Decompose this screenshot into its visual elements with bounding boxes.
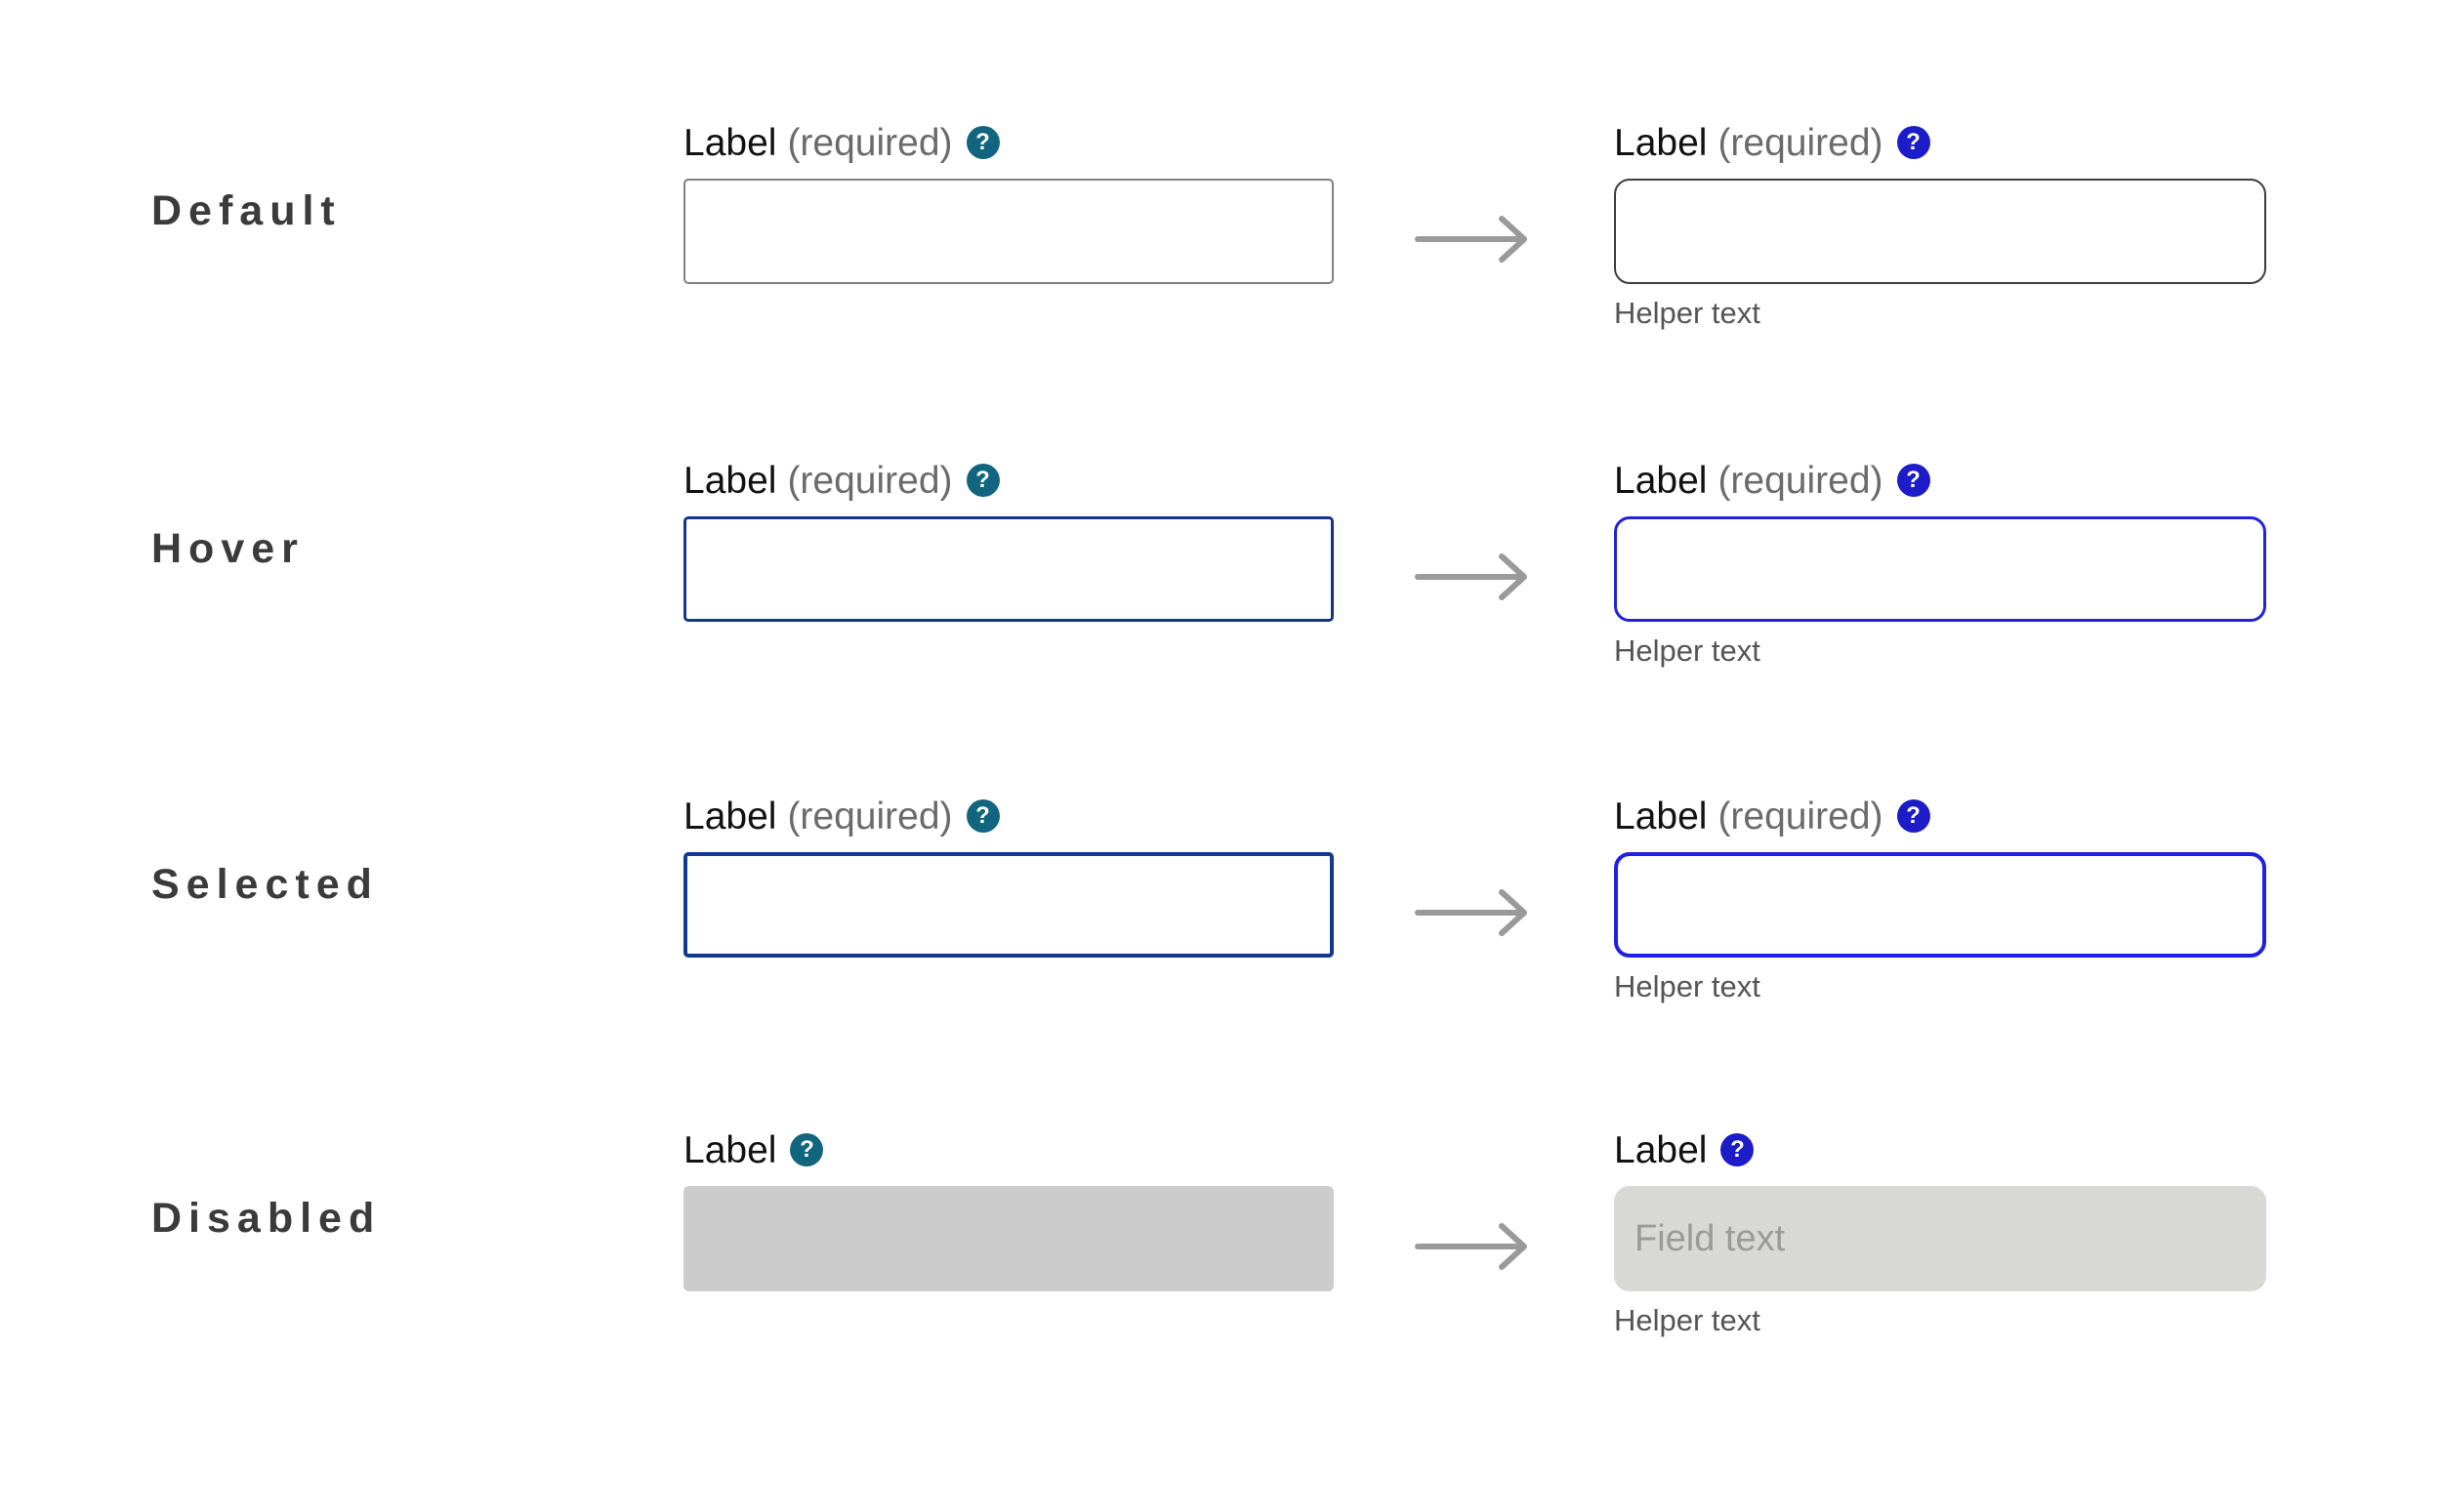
text-input-hover[interactable]: [683, 516, 1334, 622]
state-name-hover: Hover: [151, 525, 305, 572]
field-group-disabled-after: Label ? Field text Helper text: [1614, 1124, 2266, 1335]
help-icon[interactable]: ?: [966, 464, 1000, 497]
field-required-hint: (required): [787, 121, 953, 164]
field-group-selected-before: Label (required) ?: [683, 791, 1334, 958]
state-row-disabled: Disabled Label ? Label ?: [0, 1124, 2441, 1408]
text-input-hover[interactable]: [1614, 516, 2266, 622]
help-icon[interactable]: ?: [966, 126, 1000, 159]
field-label-line: Label (required) ?: [1614, 791, 2266, 841]
arrow-right-icon: [1414, 1217, 1541, 1276]
field-label: Label: [683, 121, 777, 164]
arrow-right-icon: [1414, 210, 1541, 268]
help-icon[interactable]: ?: [1896, 126, 1930, 159]
state-name-selected: Selected: [151, 861, 379, 908]
field-label: Label: [683, 1128, 777, 1171]
field-label-line: Label (required) ?: [683, 791, 1334, 841]
field-group-selected-after: Label (required) ? Helper text: [1614, 791, 2266, 1001]
field-required-hint: (required): [787, 459, 953, 502]
field-group-default-after: Label (required) ? Helper text: [1614, 117, 2266, 328]
arrow-right-icon: [1414, 548, 1541, 606]
help-icon[interactable]: ?: [1896, 799, 1930, 833]
state-row-selected: Selected Label (required) ? Label (requi…: [0, 791, 2441, 1074]
help-icon[interactable]: ?: [790, 1133, 824, 1166]
field-group-hover-after: Label (required) ? Helper text: [1614, 455, 2266, 666]
field-label-line: Label (required) ?: [683, 117, 1334, 168]
field-value: Field text: [1634, 1218, 1786, 1259]
state-row-hover: Hover Label (required) ? Label (required…: [0, 455, 2441, 738]
help-icon[interactable]: ?: [1720, 1133, 1755, 1166]
field-label: Label: [1614, 121, 1708, 164]
field-group-disabled-before: Label ?: [683, 1124, 1334, 1291]
help-icon[interactable]: ?: [1896, 464, 1930, 497]
field-required-hint: (required): [1717, 121, 1883, 164]
arrow-right-icon: [1414, 883, 1541, 942]
field-label: Label: [1614, 459, 1708, 502]
field-label: Label: [1614, 795, 1708, 838]
field-required-hint: (required): [787, 795, 953, 838]
field-label: Label: [1614, 1128, 1708, 1171]
field-required-hint: (required): [1717, 459, 1883, 502]
text-input-default[interactable]: [683, 179, 1334, 284]
helper-text: Helper text: [1614, 969, 1760, 1003]
field-label-line: Label (required) ?: [1614, 455, 2266, 506]
field-required-hint: (required): [1717, 795, 1883, 838]
state-name-disabled: Disabled: [151, 1195, 382, 1242]
state-row-default: Default Label (required) ? Label (requir…: [0, 117, 2441, 400]
field-label-line: Label (required) ?: [683, 455, 1334, 506]
helper-text: Helper text: [1614, 1303, 1760, 1337]
field-label: Label: [683, 795, 777, 838]
text-input-disabled: [683, 1186, 1334, 1291]
field-label-line: Label ?: [1614, 1124, 2266, 1175]
text-input-selected[interactable]: [683, 852, 1334, 958]
field-label: Label: [683, 459, 777, 502]
field-group-default-before: Label (required) ?: [683, 117, 1334, 284]
text-input-selected[interactable]: [1614, 852, 2266, 958]
field-label-line: Label ?: [683, 1124, 1334, 1175]
field-label-line: Label (required) ?: [1614, 117, 2266, 168]
text-input-default[interactable]: [1614, 179, 2266, 284]
text-input-disabled: Field text: [1614, 1186, 2266, 1291]
field-group-hover-before: Label (required) ?: [683, 455, 1334, 622]
help-icon[interactable]: ?: [966, 799, 1000, 833]
state-name-default: Default: [151, 187, 342, 234]
helper-text: Helper text: [1614, 296, 1760, 330]
helper-text: Helper text: [1614, 633, 1760, 668]
